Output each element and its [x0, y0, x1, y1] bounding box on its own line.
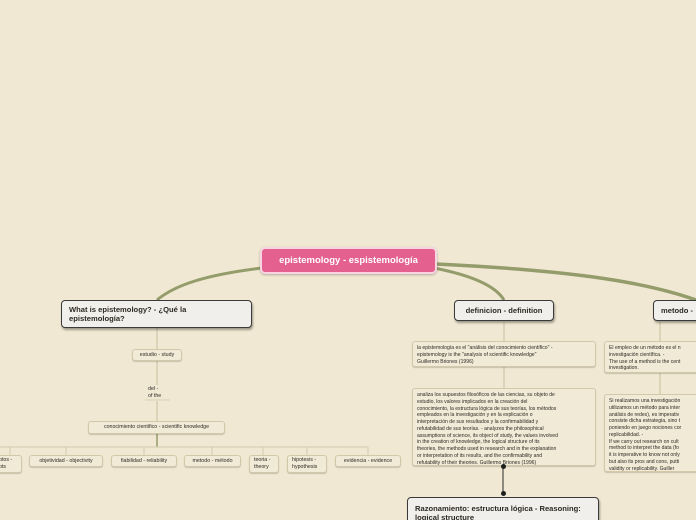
collapse-dot-top[interactable] [501, 464, 506, 469]
branch-definition-label: definicion - definition [465, 305, 543, 315]
central-topic[interactable]: epistemology - espistemología [260, 247, 437, 274]
topic-concepts[interactable]: ptos - pts [0, 455, 22, 473]
topic-reasoning-label: Razonamiento: estructura lógica - Reason… [415, 504, 581, 520]
method-note-2[interactable]: Si realizamos una investigación utilizam… [604, 394, 696, 472]
central-topic-label: epistemology - espistemología [279, 255, 418, 266]
topic-reliability-label: fiabilidad - reliability [120, 457, 168, 464]
topic-hypothesis[interactable]: hipotesis - hypothesis [287, 455, 327, 473]
topic-scientific-knowledge-label: conocimiento cientifico - scientific kno… [103, 424, 210, 431]
connector-central-definition [433, 266, 506, 301]
topic-evidence[interactable]: evidencia - evidence [335, 455, 401, 467]
topic-method-label: metodo - método [192, 457, 233, 464]
topic-reasoning[interactable]: Razonamiento: estructura lógica - Reason… [407, 497, 599, 520]
topic-objectivity[interactable]: objetividad - objectivity [29, 455, 103, 467]
branch-what-label: What is epistemology? - ¿Qué la epistemo… [69, 304, 187, 323]
branch-method[interactable]: metodo - [653, 300, 696, 321]
topic-study[interactable]: estudio - study [132, 349, 182, 361]
topic-objectivity-label: objetividad - objectivity [39, 457, 93, 464]
topic-reliability[interactable]: fiabilidad - reliability [111, 455, 177, 467]
branch-method-label: metodo - [661, 305, 694, 315]
topic-scientific-knowledge[interactable]: conocimiento cientifico - scientific kno… [88, 421, 225, 434]
connector-central-what [156, 266, 263, 302]
branch-what-is-epistemology[interactable]: What is epistemology? - ¿Qué la epistemo… [61, 300, 252, 328]
definition-analysis[interactable]: analiza los supuestos filosóficos de las… [412, 388, 596, 466]
topic-evidence-label: evidencia - evidence [343, 457, 393, 464]
topic-study-label: estudio - study [139, 351, 175, 358]
collapse-dot-bottom[interactable] [501, 491, 506, 496]
connector-central-method [435, 262, 696, 302]
method-note-1[interactable]: El empleo de un método es el n investiga… [604, 341, 696, 373]
topic-theory[interactable]: teoria - theory [249, 455, 279, 473]
definition-quote[interactable]: la epistemología es el "análisis del con… [412, 341, 596, 367]
topic-method[interactable]: metodo - método [184, 455, 241, 467]
branch-definition[interactable]: definicion - definition [454, 300, 554, 321]
topic-of-the[interactable]: del - of the [148, 386, 162, 400]
